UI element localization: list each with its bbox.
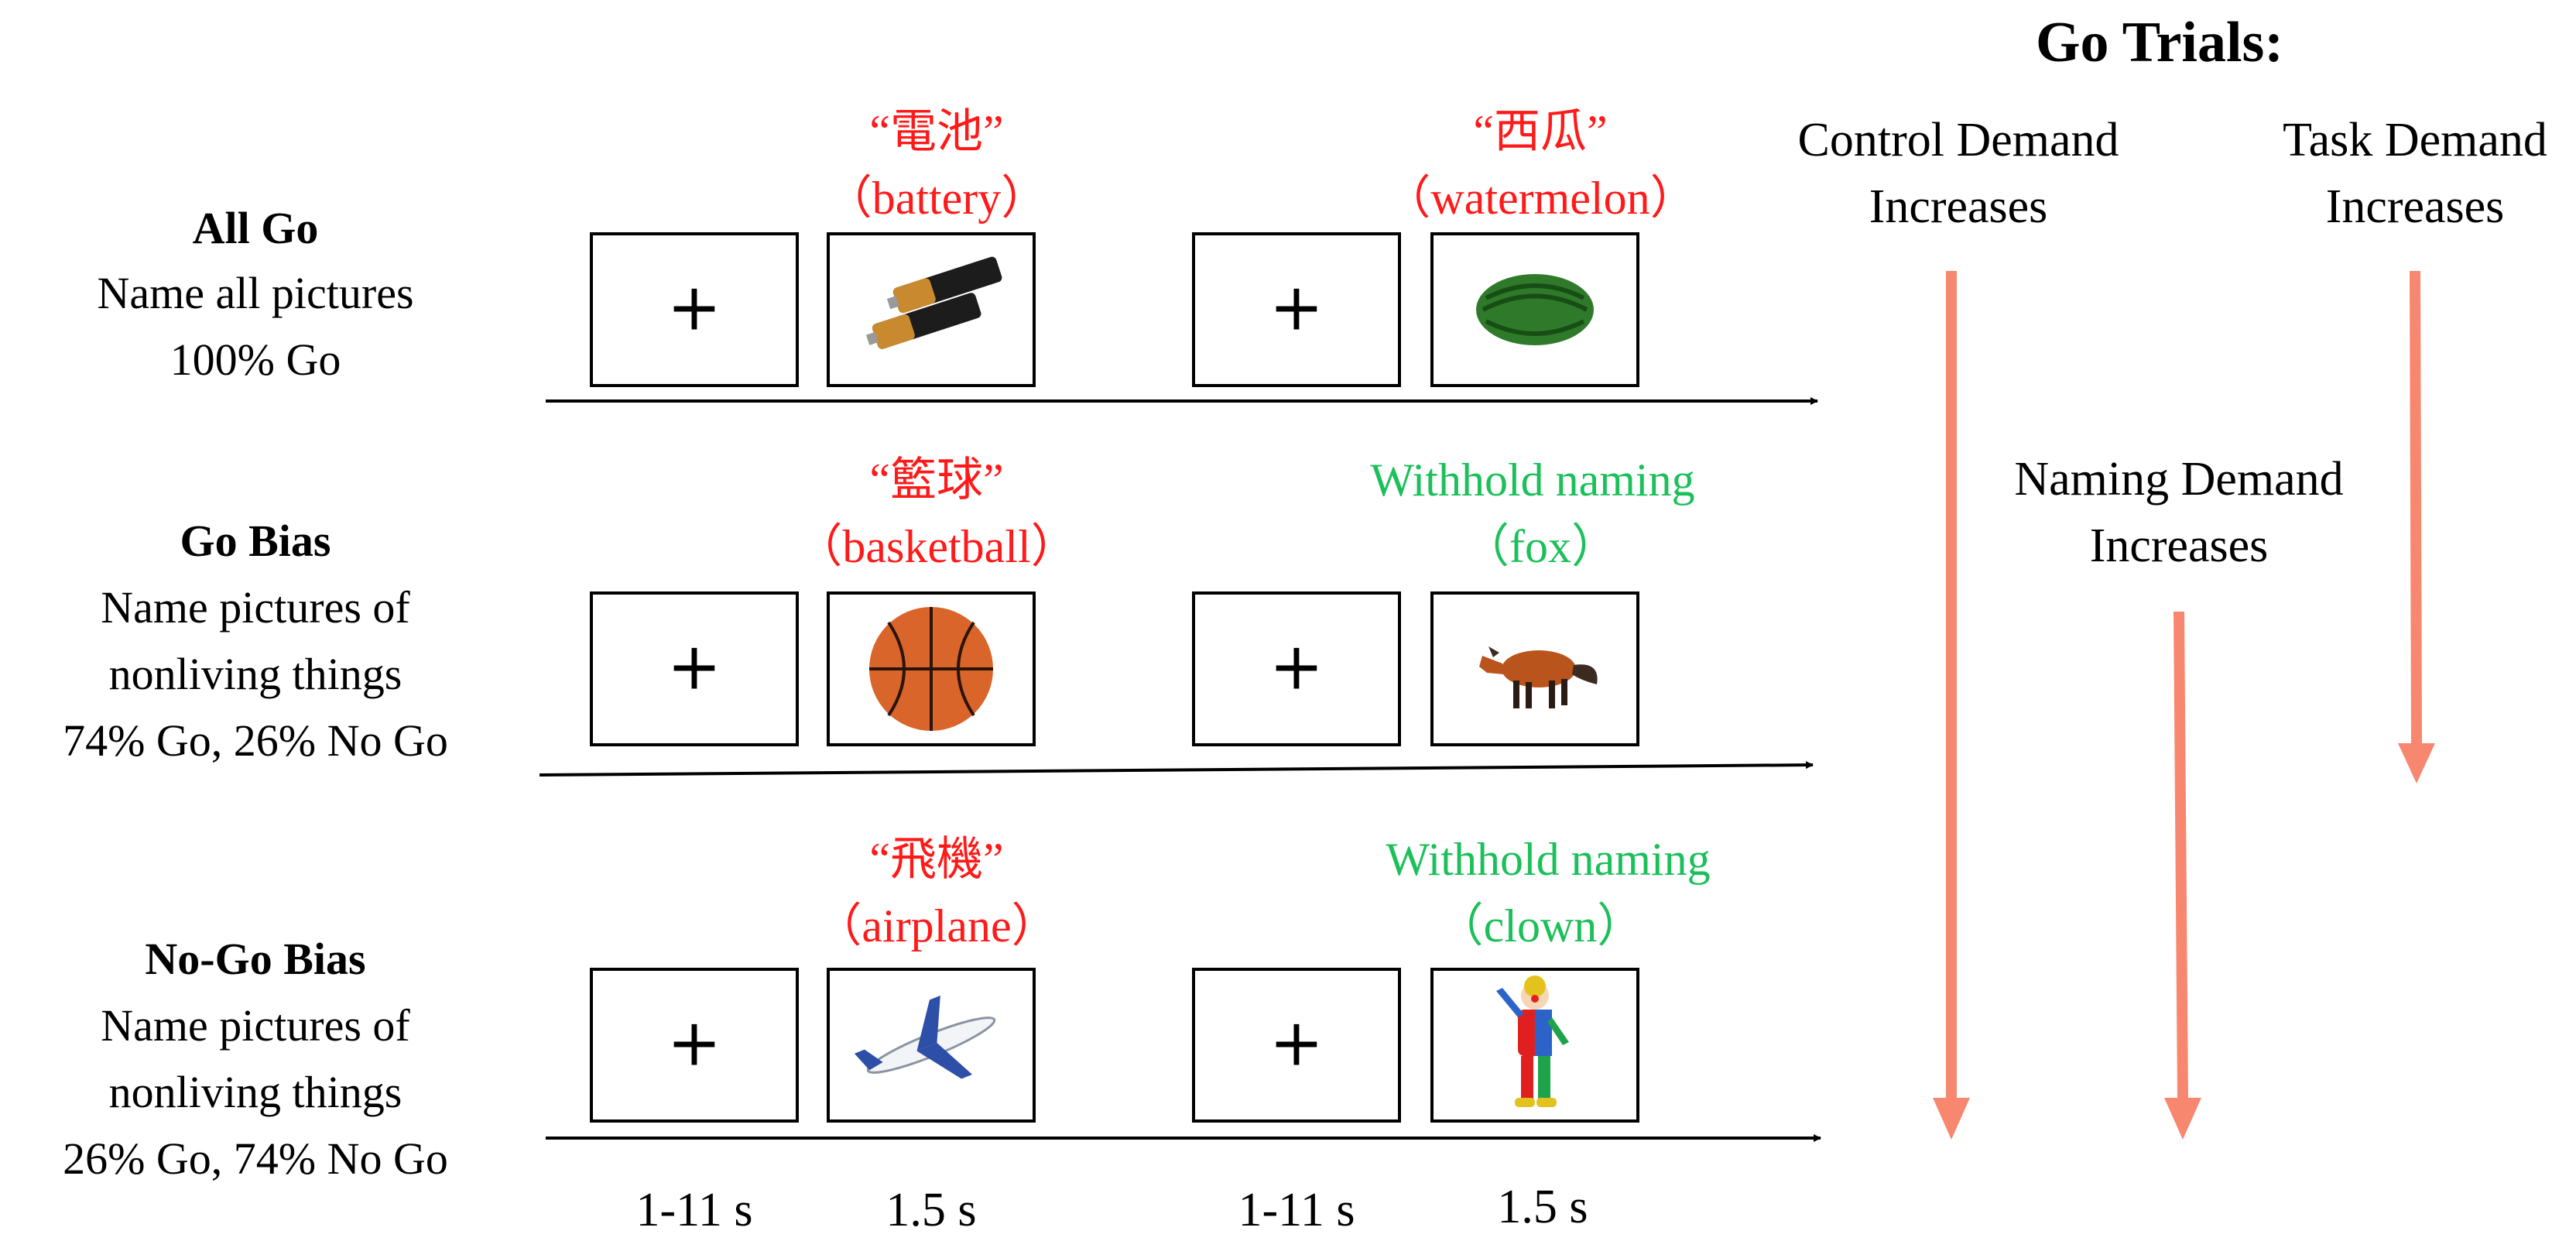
naming-demand-arrow xyxy=(2164,611,2201,1140)
task-demand-sublabel: Increases xyxy=(2325,180,2505,233)
go-bias-line-2: nonliving things xyxy=(108,649,402,699)
all-go-line-1: Name all pictures xyxy=(97,268,414,318)
airplane-label-en: （airplane） xyxy=(815,900,1058,951)
fox-label-en: （fox） xyxy=(1463,521,1618,572)
fixation-cross: + xyxy=(1269,1004,1324,1081)
fixation-box: + xyxy=(1192,232,1401,387)
no-go-bias-line-1: Name pictures of xyxy=(101,1000,410,1051)
fox-withhold-label: Withhold naming xyxy=(1370,454,1695,506)
fixation-box: + xyxy=(590,591,799,746)
basketball-image xyxy=(869,607,993,731)
fixation-duration-label: 1-11 s xyxy=(1238,1184,1355,1236)
fixation-box: + xyxy=(1192,591,1401,746)
all-go-title: All Go xyxy=(192,203,319,253)
go-bias-timeline-arrow xyxy=(539,761,1814,777)
task-demand-arrow xyxy=(2398,270,2435,783)
control-demand-label: Control Demand xyxy=(1797,114,2119,166)
battery-image xyxy=(865,256,1002,349)
go-trials-heading: Go Trials: xyxy=(2036,11,2283,74)
fixation-box: + xyxy=(590,232,799,387)
go-bias-line-3: 74% Go, 26% No Go xyxy=(63,715,448,766)
airplane-picture-box xyxy=(827,968,1036,1123)
fox-image xyxy=(1479,646,1598,708)
task-demand-label: Task Demand xyxy=(2283,114,2547,166)
clown-label-en: （clown） xyxy=(1437,900,1644,951)
naming-demand-label: Naming Demand xyxy=(2014,453,2344,506)
naming-demand-sublabel: Increases xyxy=(2089,519,2269,572)
all-go-line-2: 100% Go xyxy=(170,334,341,385)
control-demand-sublabel: Increases xyxy=(1869,180,2048,233)
fox-picture-box xyxy=(1430,591,1639,746)
picture-duration-label: 1.5 s xyxy=(1497,1181,1588,1233)
fixation-cross: + xyxy=(1269,628,1324,705)
go-bias-line-1: Name pictures of xyxy=(101,582,410,633)
basketball-label-cn: “籃球” xyxy=(869,454,1004,506)
basketball-label-en: （basketball） xyxy=(796,521,1077,572)
fixation-cross: + xyxy=(666,628,722,705)
clown-picture-box xyxy=(1430,968,1639,1123)
watermelon-picture-box xyxy=(1430,232,1639,387)
airplane-image xyxy=(854,995,996,1079)
airplane-label-cn: “飛機” xyxy=(869,834,1004,885)
no-go-bias-title: No-Go Bias xyxy=(145,934,366,984)
basketball-picture-box xyxy=(827,591,1036,746)
battery-label-cn: “電池” xyxy=(869,106,1004,157)
clown-withhold-label: Withhold naming xyxy=(1386,834,1711,885)
clown-image xyxy=(1496,975,1569,1107)
battery-label-en: （battery） xyxy=(825,173,1048,224)
fixation-cross: + xyxy=(666,1004,722,1081)
go-bias-title: Go Bias xyxy=(180,516,331,566)
watermelon-label-cn: “西瓜” xyxy=(1473,106,1608,157)
control-demand-arrow xyxy=(1933,271,1970,1140)
watermelon-label-en: （watermelon） xyxy=(1384,173,1697,224)
fixation-box: + xyxy=(590,968,799,1123)
watermelon-image xyxy=(1476,274,1594,345)
fixation-box: + xyxy=(1192,968,1401,1123)
battery-picture-box xyxy=(827,232,1036,387)
fixation-cross: + xyxy=(666,269,722,345)
no-go-bias-line-3: 26% Go, 74% No Go xyxy=(63,1133,448,1184)
fixation-cross: + xyxy=(1269,269,1324,345)
no-go-bias-line-2: nonliving things xyxy=(108,1067,402,1117)
fixation-duration-label: 1-11 s xyxy=(635,1184,753,1236)
picture-duration-label: 1.5 s xyxy=(886,1184,977,1236)
